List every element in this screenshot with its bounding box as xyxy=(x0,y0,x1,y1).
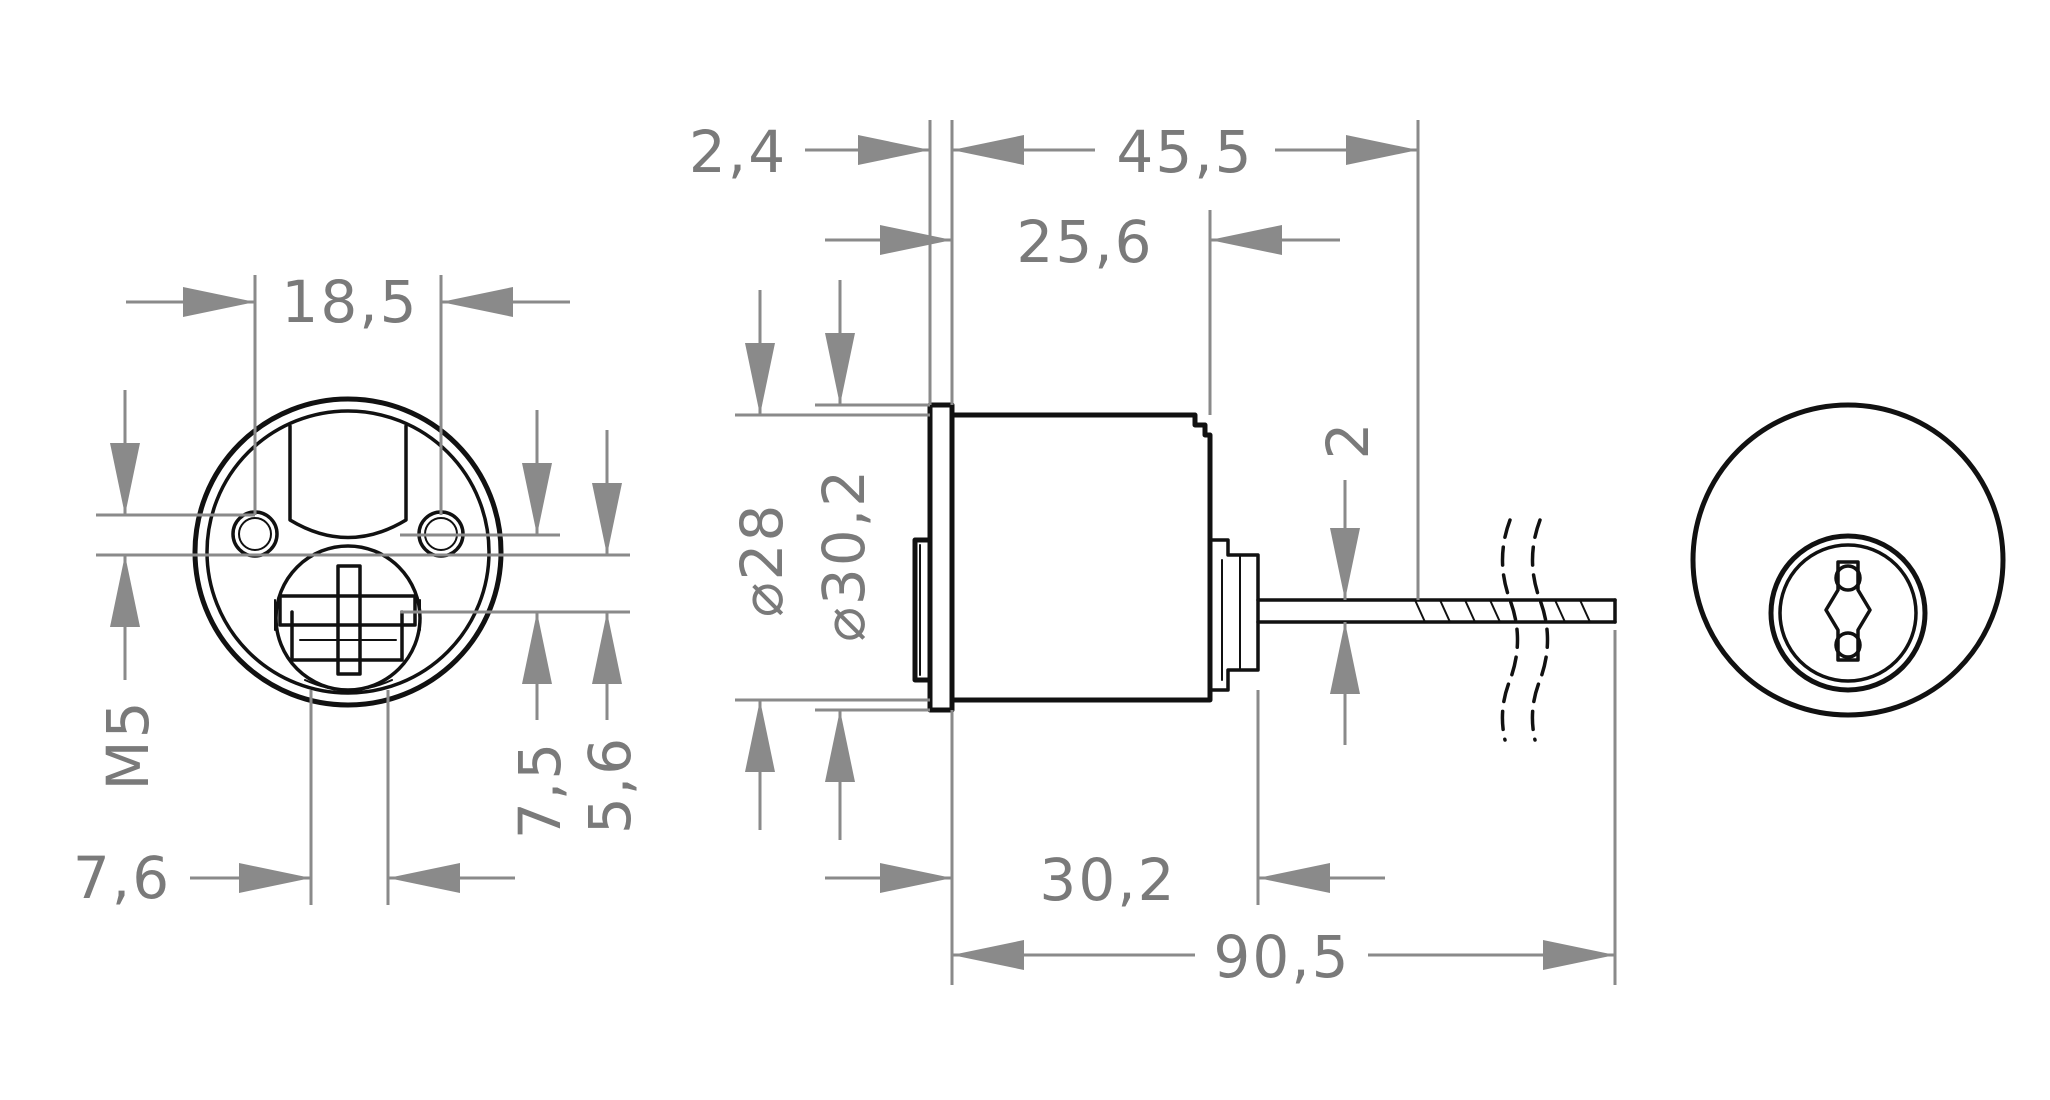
label-diameter-body: ⌀28 xyxy=(728,503,796,618)
label-flange: 2,4 xyxy=(689,118,787,186)
dimensions-back-view: 18,5 M5 7,5 5,6 7,6 xyxy=(73,268,644,912)
label-length-total-body: 45,5 xyxy=(1116,118,1253,186)
label-front-width: 18,5 xyxy=(281,268,418,336)
label-tail-offset: 30,2 xyxy=(1039,846,1176,914)
label-overall-length: 90,5 xyxy=(1213,923,1350,991)
label-cam-width: 7,6 xyxy=(73,844,171,912)
label-thread: M5 xyxy=(94,700,162,791)
label-tail-thickness: 2 xyxy=(1314,421,1382,460)
back-view xyxy=(192,396,504,708)
label-offset-a: 7,5 xyxy=(506,741,574,839)
label-body-length: 25,6 xyxy=(1016,208,1153,276)
side-view xyxy=(912,402,1617,742)
dimensions-side-view: 2,4 45,5 25,6 ⌀28 ⌀30,2 xyxy=(689,118,1617,991)
front-view xyxy=(1690,402,2006,718)
label-diameter-flange: ⌀30,2 xyxy=(810,468,878,642)
label-offset-b: 5,6 xyxy=(576,736,644,834)
